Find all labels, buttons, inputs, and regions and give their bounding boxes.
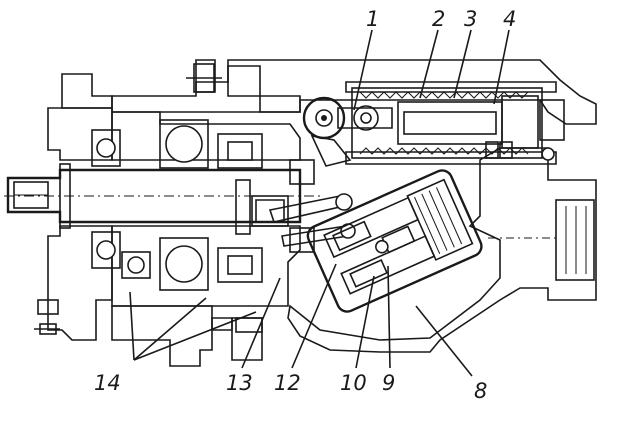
callout-9: 9: [382, 371, 395, 395]
leader-lines: [129, 29, 510, 377]
shaft-bearings: [91, 119, 263, 291]
piston-rods: [268, 193, 356, 247]
callout-10: 10: [340, 371, 367, 395]
outlet-manifold: [287, 147, 597, 353]
lower-housing: [111, 225, 301, 367]
callout-3: 3: [464, 7, 477, 31]
callout-labels: 1 2 3 4 8 9 10 12 13 14: [94, 7, 516, 403]
callout-13: 13: [226, 371, 253, 395]
callout-8: 8: [474, 379, 487, 403]
callout-4: 4: [503, 7, 516, 31]
callout-14: 14: [94, 371, 121, 395]
callout-12: 12: [274, 371, 301, 395]
control-lever: [302, 96, 393, 167]
left-end-flange: [37, 73, 113, 341]
upper-housing: [111, 59, 597, 161]
servo-spring-assembly: [345, 81, 565, 165]
callout-1: 1: [366, 7, 379, 31]
cylinder-block: [306, 169, 483, 313]
callout-2: 2: [432, 7, 445, 31]
drive-coupling: [235, 159, 315, 253]
housing-bolts: [34, 63, 263, 335]
